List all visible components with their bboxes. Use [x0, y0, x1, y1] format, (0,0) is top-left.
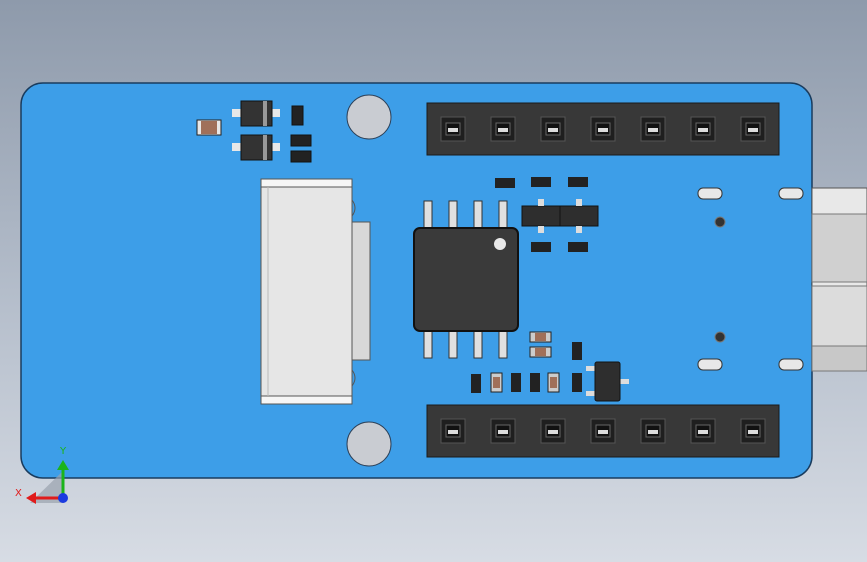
orientation-triad[interactable]: Y X — [15, 446, 69, 504]
header-pin[interactable] — [740, 116, 766, 142]
resistor-r3 — [290, 134, 312, 147]
mounting-hole-top — [346, 94, 392, 140]
ic-leg — [498, 330, 508, 359]
ic-leg — [448, 200, 458, 229]
resistor-r4 — [290, 150, 312, 163]
smd-parts-right-of-ic — [495, 177, 599, 360]
header-pin[interactable] — [690, 116, 716, 142]
smd-parts-bottom-row — [471, 372, 582, 393]
header-pin[interactable] — [540, 418, 566, 444]
header-pin[interactable] — [640, 418, 666, 444]
ic-leg — [498, 200, 508, 229]
usb-port-icon[interactable] — [697, 187, 867, 372]
ic-leg — [423, 200, 433, 229]
diode-d1 — [232, 100, 280, 127]
header-pin[interactable] — [640, 116, 666, 142]
header-pin[interactable] — [440, 116, 466, 142]
ic-leg — [423, 330, 433, 359]
mounting-hole-bottom — [346, 421, 392, 467]
sot23-transistor — [586, 361, 629, 402]
resistor-r2 — [291, 105, 304, 126]
ic-leg — [473, 330, 483, 359]
ic-leg — [448, 330, 458, 359]
header-pin[interactable] — [590, 116, 616, 142]
ic-leg — [473, 200, 483, 229]
header-pin[interactable] — [590, 418, 616, 444]
y-axis-label: Y — [59, 446, 67, 457]
soic8-ic-icon[interactable] — [413, 200, 519, 359]
header-pin[interactable] — [540, 116, 566, 142]
header-pin[interactable] — [690, 418, 716, 444]
header-pin[interactable] — [490, 116, 516, 142]
fpc-connector-icon[interactable] — [260, 178, 371, 405]
x-axis-label: X — [15, 488, 22, 499]
header-pin[interactable] — [440, 418, 466, 444]
pin-header-top[interactable] — [426, 102, 780, 156]
header-pin[interactable] — [740, 418, 766, 444]
header-pin[interactable] — [490, 418, 516, 444]
diode-d2 — [232, 134, 280, 161]
pin-header-bottom[interactable] — [426, 404, 780, 458]
resistor-r1 — [196, 119, 222, 136]
z-axis-dot — [58, 493, 68, 503]
